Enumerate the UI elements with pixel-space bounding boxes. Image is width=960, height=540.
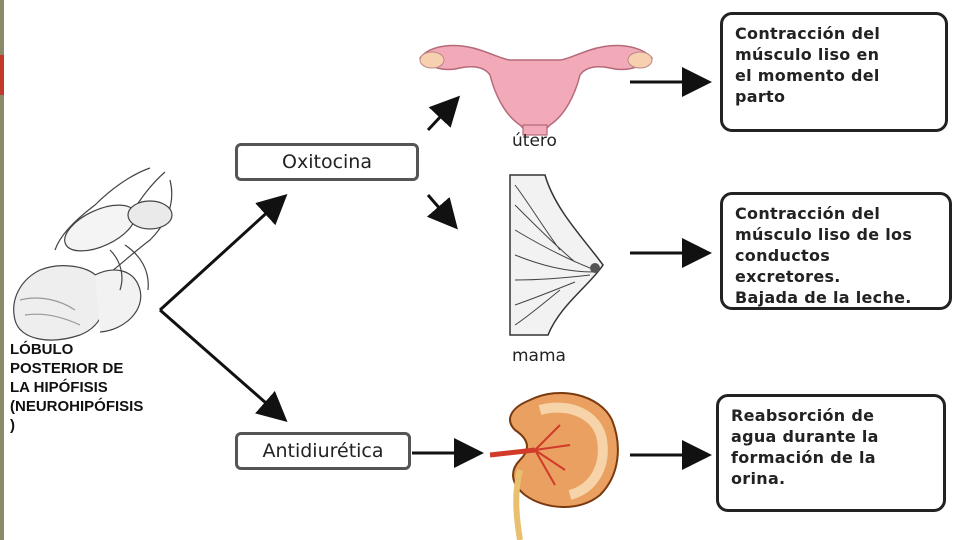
oxytocin-box: Oxitocina	[235, 143, 419, 181]
effect-line: orina.	[731, 469, 786, 488]
effect-line: agua durante la	[731, 427, 879, 446]
posterior-pituitary-label: LÓBULO POSTERIOR DE LA HIPÓFISIS (NEUROH…	[10, 340, 180, 435]
effect-line: el momento del	[735, 66, 880, 85]
oxytocin-label: Oxitocina	[282, 151, 372, 173]
effect-line: músculo liso en	[735, 45, 880, 64]
arrow-oxytocin-to-breast	[426, 194, 458, 230]
kidney-illustration	[489, 392, 619, 540]
effect-line: Bajada de la leche.	[735, 288, 912, 307]
uterus-effect-box: Contracción del músculo liso en el momen…	[720, 12, 948, 132]
effect-line: conductos	[735, 246, 831, 265]
lobe-label-line: POSTERIOR DE	[10, 360, 124, 377]
arrow-oxytocin-to-uterus	[426, 95, 461, 132]
breast-illustration	[509, 174, 604, 336]
effect-line: Contracción del	[735, 24, 881, 43]
effect-line: Reabsorción de	[731, 406, 875, 425]
uterus-label: útero	[512, 131, 557, 151]
antidiuretic-box: Antidiurética	[235, 432, 411, 470]
kidney-effect-box: Reabsorción de agua durante la formación…	[716, 394, 946, 512]
arrow-to-antidiuretic	[159, 308, 288, 422]
pituitary-gland-illustration	[13, 167, 173, 341]
effect-line: parto	[735, 87, 786, 106]
uterus-illustration	[419, 44, 654, 136]
effect-line: excretores.	[735, 267, 841, 286]
lobe-label-line: LA HIPÓFISIS	[10, 379, 108, 396]
antidiuretic-label: Antidiurética	[262, 440, 384, 462]
arrow-to-oxytocin	[158, 193, 288, 312]
slide-edge-accent	[0, 55, 4, 95]
effect-line: músculo liso de los	[735, 225, 913, 244]
breast-effect-box: Contracción del músculo liso de los cond…	[720, 192, 952, 310]
lobe-label-line: (NEUROHIPÓFISIS	[10, 398, 144, 415]
lobe-label-line: LÓBULO	[10, 341, 74, 358]
effect-line: formación de la	[731, 448, 876, 467]
slide-edge-strip	[0, 0, 4, 540]
effect-line: Contracción del	[735, 204, 881, 223]
lobe-label-line: )	[10, 417, 15, 434]
breast-label: mama	[512, 346, 566, 366]
